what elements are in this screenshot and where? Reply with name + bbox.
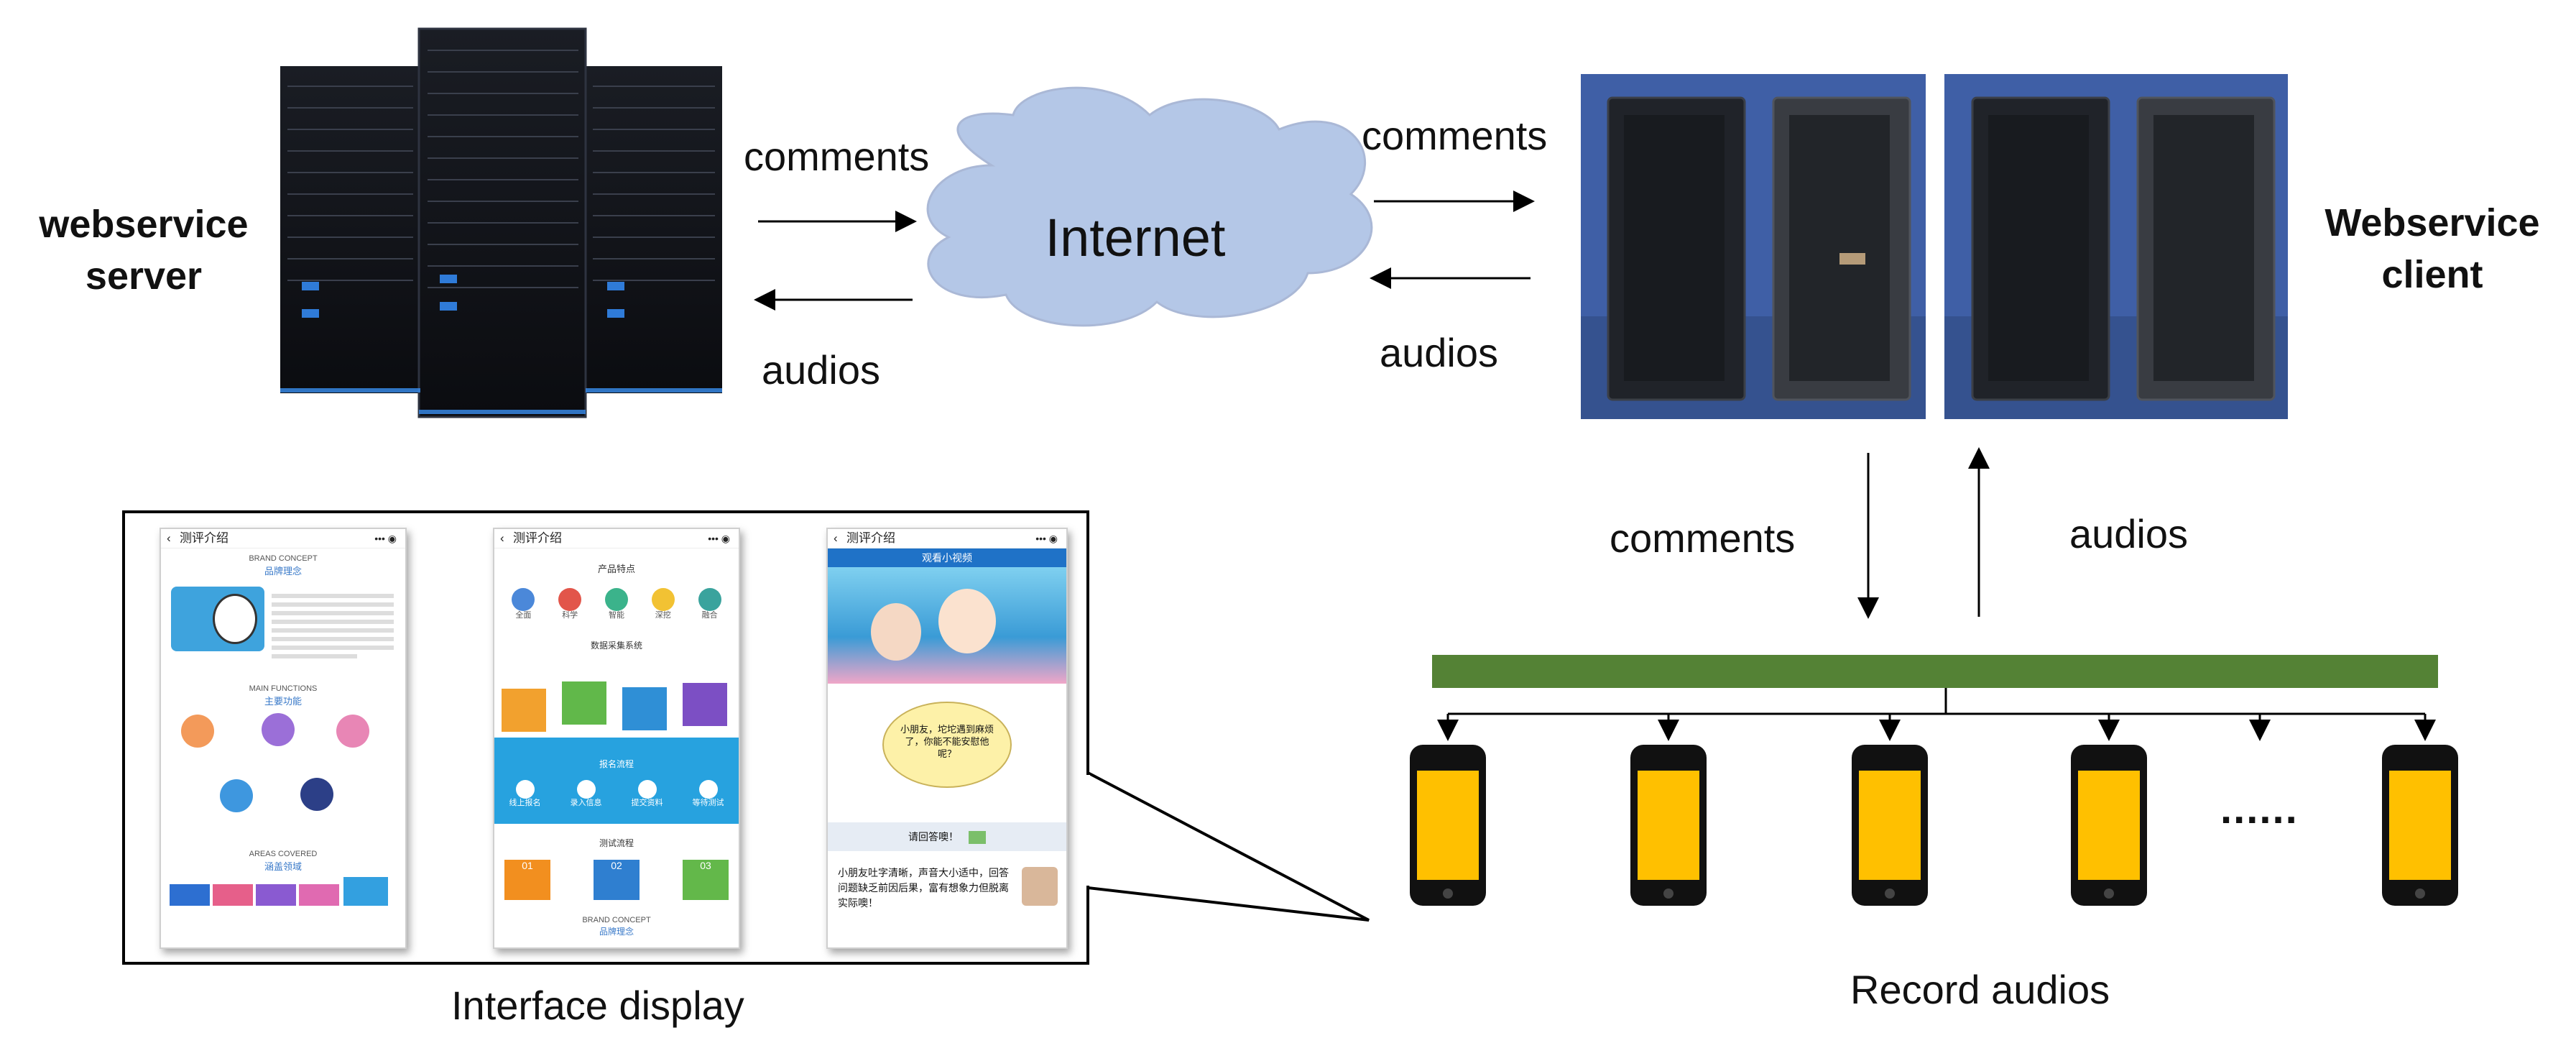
internet-label: Internet xyxy=(1045,208,1226,267)
feature-item-1: 全面 xyxy=(515,611,532,620)
flow-step-3: 提交资料 xyxy=(631,799,663,807)
client-label: Webservice client xyxy=(2307,197,2558,300)
label-phones-audios: audios xyxy=(2069,511,2189,556)
screen3-child-photo xyxy=(1022,867,1058,906)
screen1-title: 测评介绍 xyxy=(180,531,228,545)
screen1-intro-lines xyxy=(272,589,394,663)
screen3-video-image xyxy=(828,567,1066,684)
label-server-comments: comments xyxy=(744,134,930,179)
screen1-brand-cn: 品牌理念 xyxy=(264,566,302,577)
app-screen-2: ‹ 测评介绍 ••• ◉ 产品特点 全面 科学 智能 深挖 融合 数据采集系统 … xyxy=(493,528,740,949)
screen2-brand-cn: 品牌理念 xyxy=(599,927,634,937)
phone-4 xyxy=(2071,745,2147,906)
screen3-answer-bar: 请回答噢！ xyxy=(828,822,1066,851)
interface-frame xyxy=(122,510,1089,965)
screen1-functions-cn: 主要功能 xyxy=(264,696,302,707)
client-label-line1: Webservice xyxy=(2325,201,2540,244)
interface-display-caption: Interface display xyxy=(451,983,744,1028)
area-block-2 xyxy=(213,884,253,906)
screen3-title: 测评介绍 xyxy=(846,531,895,545)
test-step-3: 03 xyxy=(683,860,729,900)
screen3-video-title: 观看小视频 xyxy=(828,548,1066,567)
screen3-feedback: 小朋友吐字清晰，声音大小适中，回答问题缺乏前因后果，富有想象力但脱离实际噢！ xyxy=(838,867,1009,909)
function-icon-3 xyxy=(336,715,369,748)
server-label-line1: webservice xyxy=(39,203,249,246)
screen2-flow-title: 报名流程 xyxy=(599,759,634,769)
app-screen-3: ‹ 测评介绍 ••• ◉ 观看小视频 小朋友，坨坨遇到麻烦了，你能不能安慰他呢？… xyxy=(826,528,1068,949)
distribution-bus xyxy=(1432,655,2438,688)
screen2-flow-band: 报名流程 线上报名 录入信息 提交资料 等待测试 xyxy=(494,738,739,824)
flow-step-1: 线上报名 xyxy=(509,799,541,807)
client-label-line2: client xyxy=(2381,253,2483,296)
phones-ellipsis: ...... xyxy=(2220,786,2299,832)
client-rack-image xyxy=(1581,74,2288,419)
phone-3 xyxy=(1852,745,1928,906)
screen3-speech-bubble: 小朋友，坨坨遇到麻烦了，你能不能安慰他呢？ xyxy=(882,702,1012,788)
test-step-1: 01 xyxy=(504,860,550,900)
screen2-feature-row: 全面 科学 智能 深挖 融合 xyxy=(494,588,739,620)
screen1-areas-cn: 涵盖领域 xyxy=(264,861,302,872)
system-card-2 xyxy=(562,681,606,725)
more-icon[interactable]: ••• ◉ xyxy=(1035,533,1058,544)
screen3-answer-label: 请回答噢！ xyxy=(908,831,959,842)
screen2-topbar: ‹ 测评介绍 ••• ◉ xyxy=(494,529,739,548)
server-label-line2: server xyxy=(85,254,203,298)
function-icon-5 xyxy=(300,778,333,811)
system-card-4 xyxy=(683,683,727,726)
test-step-2: 02 xyxy=(594,860,640,900)
feature-item-5: 融合 xyxy=(701,611,718,620)
system-card-1 xyxy=(502,689,546,732)
feature-item-4: 深挖 xyxy=(655,611,671,620)
record-audios-caption: Record audios xyxy=(1850,967,2110,1012)
screen2-test-title: 测试流程 xyxy=(599,838,634,848)
screen1-functions-en: MAIN FUNCTIONS xyxy=(249,684,318,693)
speaker-icon[interactable] xyxy=(968,831,986,845)
label-phones-comments: comments xyxy=(1610,515,1796,561)
back-icon[interactable]: ‹ xyxy=(500,531,504,545)
screen2-features-title: 产品特点 xyxy=(597,564,635,574)
screen1-mascot-image xyxy=(171,587,264,651)
feature-item-3: 智能 xyxy=(608,611,624,620)
feature-item-2: 科学 xyxy=(562,611,578,620)
screen1-topbar: ‹ 测评介绍 ••• ◉ xyxy=(161,529,405,548)
flow-step-4: 等待测试 xyxy=(692,799,724,807)
more-icon[interactable]: ••• ◉ xyxy=(374,533,397,544)
phone-2 xyxy=(1630,745,1707,906)
screen2-title: 测评介绍 xyxy=(513,531,562,545)
screen1-brand-en: BRAND CONCEPT xyxy=(249,554,318,563)
label-server-audios: audios xyxy=(762,347,881,392)
area-block-3 xyxy=(256,884,296,906)
server-label: webservice server xyxy=(22,198,266,302)
label-client-audios: audios xyxy=(1380,330,1499,375)
screen2-system-title: 数据采集系统 xyxy=(590,641,642,651)
phone-1 xyxy=(1410,745,1486,906)
screen1-areas-en: AREAS COVERED xyxy=(249,850,318,858)
back-icon[interactable]: ‹ xyxy=(834,531,838,545)
label-client-comments: comments xyxy=(1362,113,1548,158)
function-icon-4 xyxy=(220,779,253,812)
system-card-3 xyxy=(622,687,667,730)
flow-steps: 线上报名 录入信息 提交资料 等待测试 xyxy=(494,780,739,808)
area-block-5 xyxy=(343,877,388,906)
more-icon[interactable]: ••• ◉ xyxy=(708,533,730,544)
flow-step-2: 录入信息 xyxy=(570,799,602,807)
function-icon-1 xyxy=(181,715,214,748)
screen3-topbar: ‹ 测评介绍 ••• ◉ xyxy=(828,529,1066,548)
area-block-4 xyxy=(299,884,339,906)
interface-callout xyxy=(1086,770,1370,922)
distribution-tree xyxy=(1437,688,2436,741)
screen2-brand-en: BRAND CONCEPT xyxy=(582,916,651,924)
internet-cloud xyxy=(926,86,1373,327)
app-screen-1: ‹ 测评介绍 ••• ◉ BRAND CONCEPT 品牌理念 MAIN FUN… xyxy=(160,528,407,949)
server-rack-image xyxy=(280,27,722,418)
phone-5 xyxy=(2382,745,2458,906)
function-icon-2 xyxy=(262,713,295,746)
area-block-1 xyxy=(170,884,210,906)
back-icon[interactable]: ‹ xyxy=(167,531,171,545)
